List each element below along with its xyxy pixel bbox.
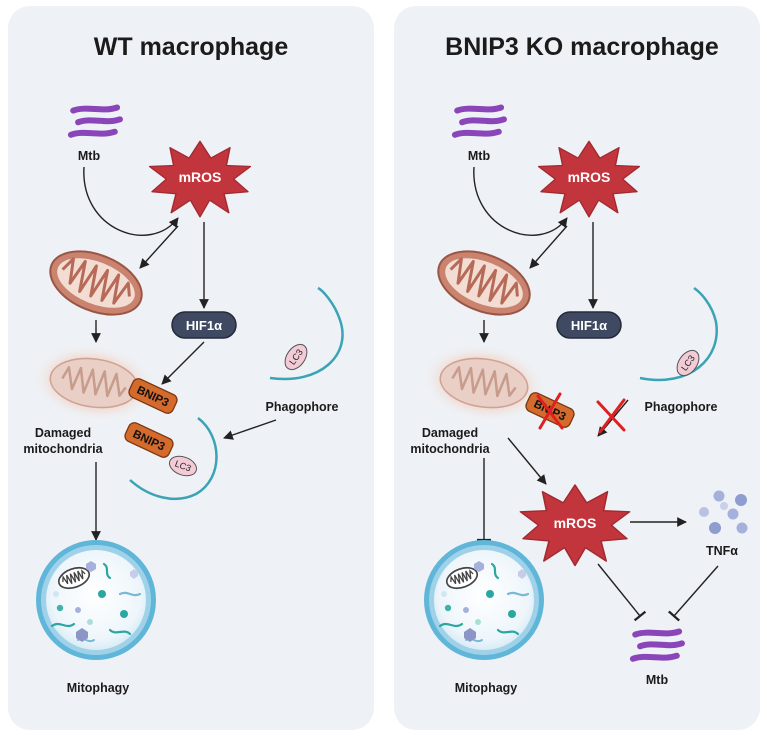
mros-burst-icon: mROS (519, 484, 631, 567)
ko-mitophagy-label: Mitophagy (455, 681, 518, 695)
phagophore-icon (639, 286, 718, 382)
mtb-icon (453, 106, 505, 136)
arrow-mtb-to-mros (83, 166, 179, 236)
wt-lc3-bound: LC3 (168, 455, 198, 477)
mtb-icon (69, 106, 121, 136)
ko-damaged-label-2: mitochondria (410, 442, 490, 456)
bnip3-knockout-cross-icon (536, 392, 564, 430)
arrow-mtb-to-mros (473, 166, 568, 236)
arrow-mros-to-mito (139, 225, 179, 269)
phagophore-icon (269, 286, 344, 381)
ko-damaged-label-1: Damaged (422, 426, 478, 440)
tnf-particles-icon (699, 490, 748, 534)
inhibit-tnf-to-mtb (668, 565, 719, 622)
wt-damaged-label-2: mitochondria (23, 442, 103, 456)
mtb-icon (631, 630, 683, 660)
ko-hif-label: HIF1α (571, 318, 607, 333)
wt-damaged-label-1: Damaged (35, 426, 91, 440)
ko-panel-title: BNIP3 KO macrophage (445, 33, 719, 61)
wt-mtb-label: Mtb (78, 149, 101, 163)
ko-tnf-label: TNFα (706, 544, 738, 558)
arrow-mros-to-mito (529, 225, 568, 269)
wt-mros-label: mROS (179, 169, 222, 185)
block-cross-icon (596, 398, 626, 434)
mros-burst-icon: mROS (537, 140, 641, 218)
lc3-icon: LC3 (284, 343, 308, 371)
mros-burst-icon: mROS (148, 140, 252, 218)
wt-phagophore-label: Phagophore (266, 400, 339, 414)
arrow-hif-to-bnip3 (161, 341, 205, 385)
lysosome-icon (424, 540, 544, 660)
lysosome-icon (36, 540, 156, 660)
ko-hif-node: HIF1α (556, 311, 622, 339)
ko-mtb-label: Mtb (468, 149, 491, 163)
bound-phagophore-icon (129, 417, 218, 501)
inhibit-mros2-to-mtb (597, 563, 647, 622)
wt-panel-title: WT macrophage (94, 33, 289, 61)
wt-hif-node: HIF1α (171, 311, 237, 339)
wt-hif-label: HIF1α (186, 318, 222, 333)
wt-mitophagy-label: Mitophagy (67, 681, 130, 695)
ko-phagophore-label: Phagophore (645, 400, 718, 414)
ko-mtb2-label: Mtb (646, 673, 669, 687)
ko-mros2-label: mROS (554, 515, 597, 531)
arrow-damaged-to-mros2 (507, 437, 547, 485)
ko-mros-label: mROS (568, 169, 611, 185)
lc3-icon: LC3 (676, 349, 700, 377)
arrow-phagophore-to-complex (223, 419, 277, 440)
